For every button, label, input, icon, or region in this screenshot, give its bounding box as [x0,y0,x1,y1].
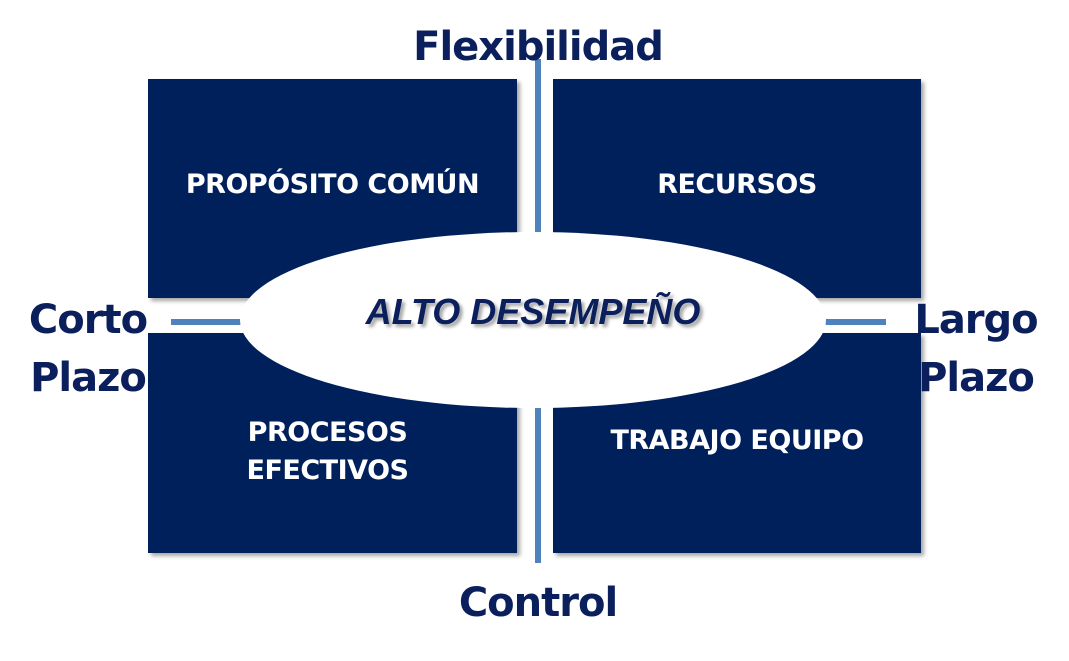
horizontal-axis-left [171,319,246,325]
axis-label-top: Flexibilidad [413,24,664,70]
quadrant-label: PROPÓSITO COMÚN [185,168,480,200]
quadrant-label: RECURSOS [657,168,817,200]
vertical-axis-bottom [535,395,541,563]
horizontal-axis-right [815,319,886,325]
axis-label-left: Corto Plazo [18,291,158,407]
axis-label-bottom: Control [458,580,618,626]
quadrant-label: PROCESOS EFECTIVOS [247,414,409,490]
axis-label-right: Largo Plazo [906,291,1046,407]
vertical-axis-top [535,59,541,239]
axis-label-line: Plazo [30,355,147,401]
axis-label-line: Corto [28,297,148,343]
quadrant-label-line: PROCESOS [247,417,408,448]
axis-label-line: Largo [914,297,1038,343]
quadrant-label: TRABAJO EQUIPO [610,425,864,456]
center-ellipse: ALTO DESEMPEÑO [240,232,826,408]
axis-label-line: Plazo [918,355,1035,401]
center-label: ALTO DESEMPEÑO [365,291,701,332]
quadrant-label-line: EFECTIVOS [246,455,409,486]
